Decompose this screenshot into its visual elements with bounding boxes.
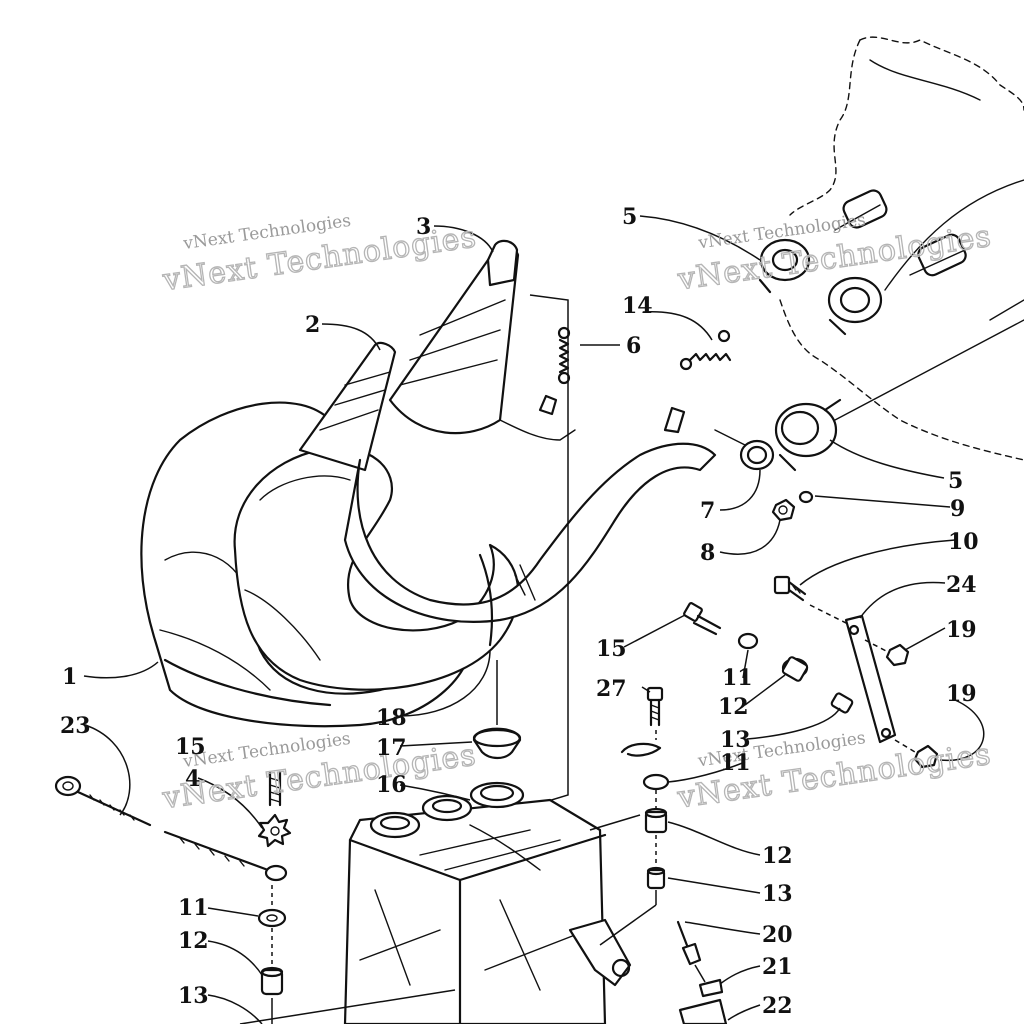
exhaust-flange-upper	[834, 179, 1024, 321]
callout-10: 10	[948, 529, 979, 555]
bushing-12-right	[781, 656, 809, 682]
bushing-12-center	[644, 807, 668, 834]
callout-7: 7	[700, 498, 715, 524]
grommet-17	[472, 727, 522, 760]
bolt-15-right	[683, 602, 722, 636]
spacer-13-right	[830, 692, 854, 714]
bolt-10	[773, 575, 807, 602]
callout-13-center: 13	[762, 881, 793, 907]
exhaust-seal-part-5-upper	[758, 238, 883, 336]
callout-19-upper: 19	[946, 617, 977, 643]
callout-18: 18	[376, 705, 407, 731]
clip-27	[620, 742, 662, 757]
nut-19-upper	[885, 643, 910, 667]
clip-21	[698, 978, 724, 998]
washer-9	[798, 490, 814, 504]
spring-6	[557, 326, 571, 385]
spacer-13-center	[646, 866, 666, 890]
callout-6: 6	[626, 333, 641, 359]
callout-24: 24	[946, 572, 977, 598]
nut-8	[771, 498, 796, 522]
bracket-22	[678, 998, 728, 1024]
spring-14	[679, 329, 732, 371]
callout-22: 22	[762, 993, 793, 1019]
callout-11-left: 11	[178, 895, 209, 921]
callout-12-left: 12	[178, 928, 209, 954]
bracket-24	[844, 614, 897, 744]
callout-16: 16	[376, 772, 407, 798]
callout-3: 3	[416, 214, 431, 240]
leader-lines	[83, 215, 985, 1024]
callout-12-right: 12	[718, 694, 749, 720]
washer-11-right	[737, 632, 759, 650]
stud-15-left	[268, 770, 282, 807]
star-washer-4	[257, 813, 292, 848]
callout-4: 4	[185, 766, 200, 792]
callout-5-upper: 5	[622, 204, 637, 230]
expansion-chamber	[140, 239, 746, 728]
bushing-12-left	[260, 966, 284, 996]
bolt-27	[646, 686, 664, 727]
callout-2: 2	[305, 312, 320, 338]
callout-11-center: 11	[720, 750, 751, 776]
callout-27: 27	[596, 676, 627, 702]
callout-15-left: 15	[175, 734, 206, 760]
callout-9: 9	[950, 496, 965, 522]
nut-19-lower	[913, 744, 939, 769]
callout-12-center: 12	[762, 843, 793, 869]
callout-17: 17	[376, 735, 407, 761]
callout-13-right: 13	[720, 727, 751, 753]
callout-20: 20	[762, 922, 793, 948]
callout-13-left: 13	[178, 983, 209, 1009]
callout-21: 21	[762, 954, 793, 980]
cable-23	[54, 775, 288, 882]
callout-23: 23	[60, 713, 91, 739]
callout-5-lower: 5	[948, 468, 963, 494]
callout-19-lower: 19	[946, 681, 977, 707]
silencer-16	[343, 781, 632, 1024]
gasket-7	[739, 439, 775, 471]
watermark-top-right: vNext Technologies vNext Technologies	[674, 210, 994, 298]
exhaust-seal-part-5-lower	[774, 319, 1024, 472]
watermark-top-left: vNext Technologies vNext Technologies	[159, 211, 479, 299]
washer-11-center	[642, 773, 670, 791]
engine-outline	[779, 36, 1024, 461]
callout-1: 1	[62, 664, 77, 690]
callout-11-right: 11	[722, 665, 753, 691]
callout-14: 14	[622, 293, 653, 319]
callout-15-right: 15	[596, 636, 627, 662]
callout-labels: 1 2 3 4 5 5 6 7 8 9 10 11 11 11 12 12 12…	[60, 204, 979, 1019]
callout-8: 8	[700, 540, 715, 566]
washer-11-left	[257, 908, 287, 928]
pin-20	[676, 920, 702, 966]
